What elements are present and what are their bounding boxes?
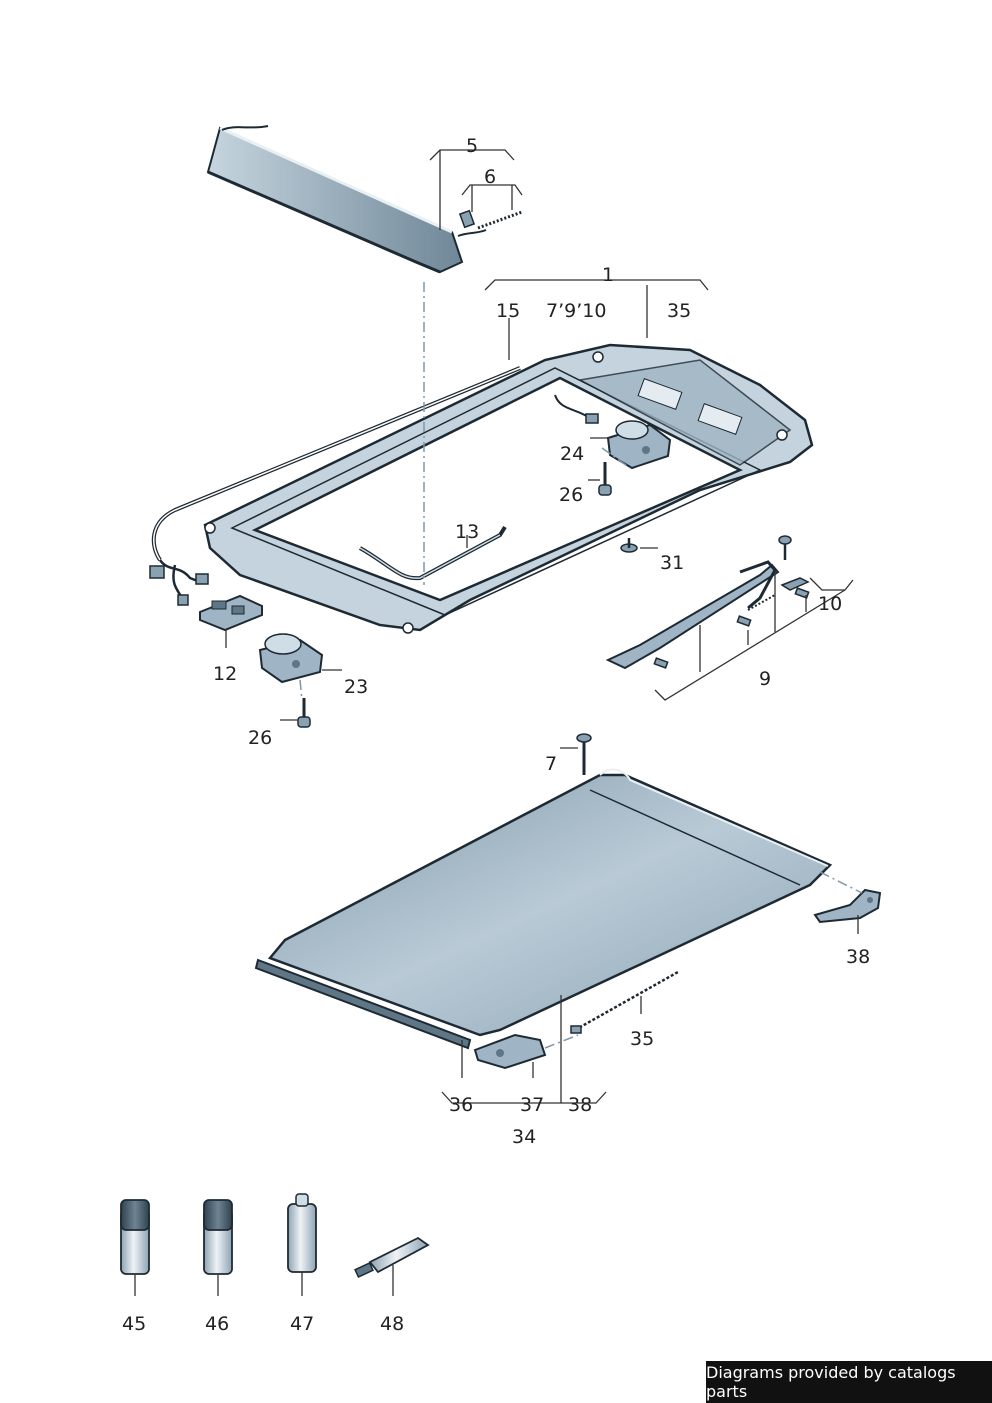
callout-46: 46 [205,1313,230,1335]
panel-seal [254,958,472,1050]
motor-rear [606,420,672,470]
drain-hose [151,366,521,562]
screw-31 [620,538,638,553]
callout-7: 7 [545,753,558,775]
spray-can-45 [120,1199,150,1275]
callout-13: 13 [455,521,480,543]
cartridge-47 [287,1193,317,1273]
callout-15: 15 [496,300,521,322]
wiring-harness [149,394,599,606]
wind-deflector [206,125,464,274]
screw-7-panel [576,733,592,775]
callout-26-upper: 26 [559,484,584,506]
cable-35 [570,970,679,1034]
alignment-lines [299,282,863,1049]
callout-10: 10 [818,593,843,615]
sunroof-frame [203,343,814,634]
callout-1: 1 [602,264,615,286]
callout-12: 12 [213,663,238,685]
callout-7-9-10: 7’9’10 [546,300,607,322]
callout-48: 48 [380,1313,405,1335]
control-unit [199,594,263,632]
callout-47: 47 [290,1313,315,1335]
screw-26-lower [297,698,311,728]
callout-26-lower: 26 [248,727,273,749]
callout-24: 24 [560,443,585,465]
screw-26-upper [598,462,612,496]
callout-31: 31 [660,552,685,574]
callout-38-lower: 38 [568,1094,593,1116]
glass-panel [267,768,833,1037]
credit-banner: Diagrams provided by catalogs parts [706,1361,992,1403]
seal-strip [359,525,507,581]
leader-lines [134,149,859,1296]
callout-9: 9 [759,668,772,690]
callout-35-top: 35 [667,300,692,322]
screw-7-top [778,535,792,560]
callout-34: 34 [512,1126,537,1148]
motor-front [258,633,324,684]
callout-36: 36 [449,1094,474,1116]
callout-5: 5 [466,135,479,157]
callout-23: 23 [344,676,369,698]
guide-mechanism [605,560,810,670]
tube-48 [354,1236,430,1279]
bracket-rear [813,888,882,924]
callout-35-lower: 35 [630,1028,655,1050]
bracket-front [473,1033,547,1070]
callout-6: 6 [484,166,497,188]
callout-45: 45 [122,1313,147,1335]
spring-clip-set [457,209,523,237]
callout-37: 37 [520,1094,545,1116]
callout-38-right: 38 [846,946,871,968]
spray-can-46 [203,1199,233,1275]
